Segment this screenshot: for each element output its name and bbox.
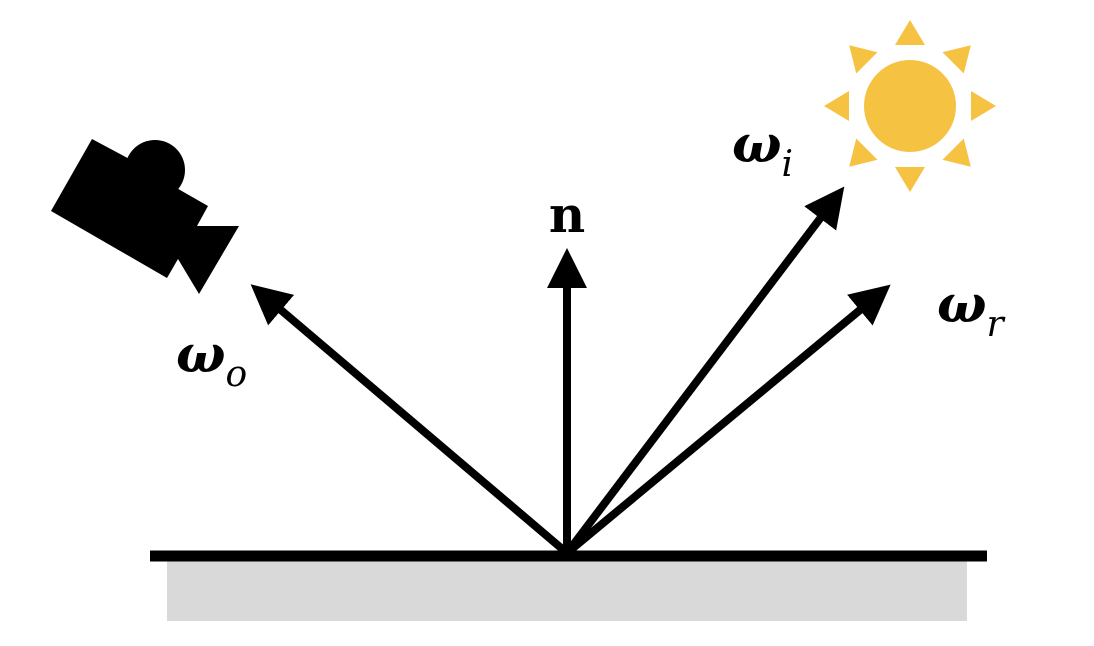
incident-label: ωi — [732, 114, 793, 185]
reflected-label: ωr — [937, 274, 1006, 345]
sun-icon — [824, 20, 996, 192]
outgoing-arrow — [250, 284, 570, 557]
normal-label: n — [549, 185, 585, 244]
outgoing-label: ωo — [176, 324, 247, 395]
reflected-arrow — [564, 284, 891, 557]
surface-material — [167, 561, 967, 621]
incident-arrow — [563, 186, 845, 556]
camera-icon — [51, 139, 239, 294]
